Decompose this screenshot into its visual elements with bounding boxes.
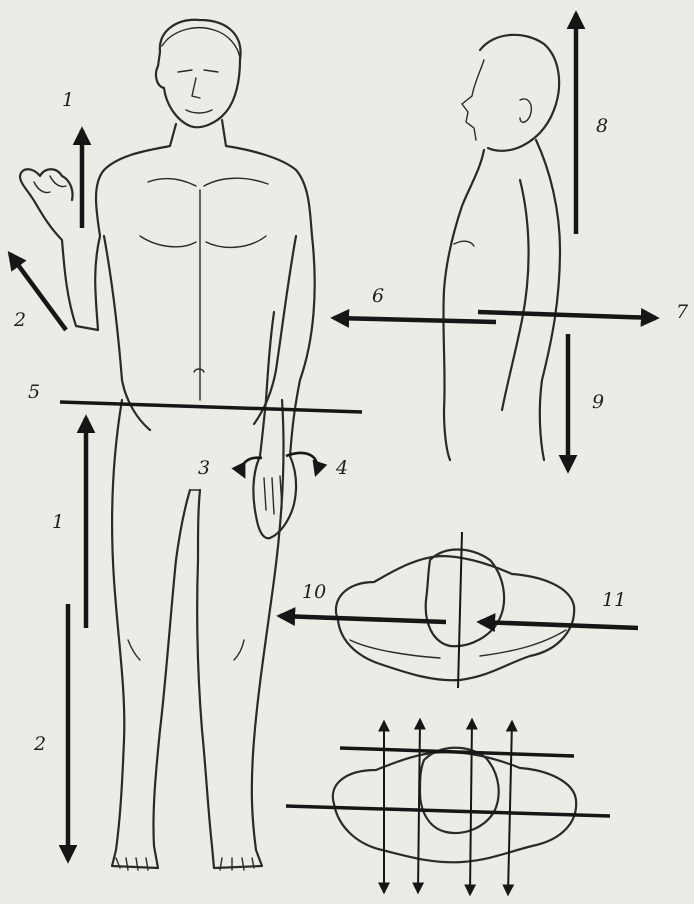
arrows-layer	[10, 14, 656, 894]
axis-top-view	[458, 532, 462, 688]
double-arrow-c	[470, 720, 472, 894]
labels-layer: 1 2 5 3 4 1 2 6 7 8 9 10 11	[13, 89, 689, 755]
arrow-6	[334, 318, 496, 322]
label-5: 5	[28, 381, 40, 403]
label-7: 7	[676, 301, 689, 323]
arrow-10	[280, 616, 446, 622]
plane-5	[60, 402, 362, 412]
label-1-arm: 1	[62, 89, 74, 111]
label-10: 10	[302, 581, 326, 603]
label-4: 4	[335, 457, 348, 479]
label-2-arm: 2	[13, 309, 26, 331]
top-view-figure-lower	[333, 748, 576, 863]
label-9: 9	[592, 391, 604, 413]
double-arrow-b	[418, 720, 420, 892]
label-2-leg: 2	[33, 733, 46, 755]
arrow-7	[478, 312, 656, 318]
top-view-figure-upper	[336, 550, 574, 681]
label-1-leg: 1	[52, 511, 64, 533]
plane-upper-lower-view	[340, 748, 574, 756]
label-8: 8	[596, 115, 608, 137]
front-view-figure	[20, 20, 315, 870]
double-arrow-d	[508, 722, 512, 894]
plane-lower-lower-view	[286, 806, 610, 816]
side-view-figure	[443, 35, 560, 460]
arrow-11	[480, 622, 638, 628]
label-11: 11	[602, 589, 626, 611]
label-6: 6	[372, 285, 384, 307]
label-3: 3	[198, 457, 210, 479]
